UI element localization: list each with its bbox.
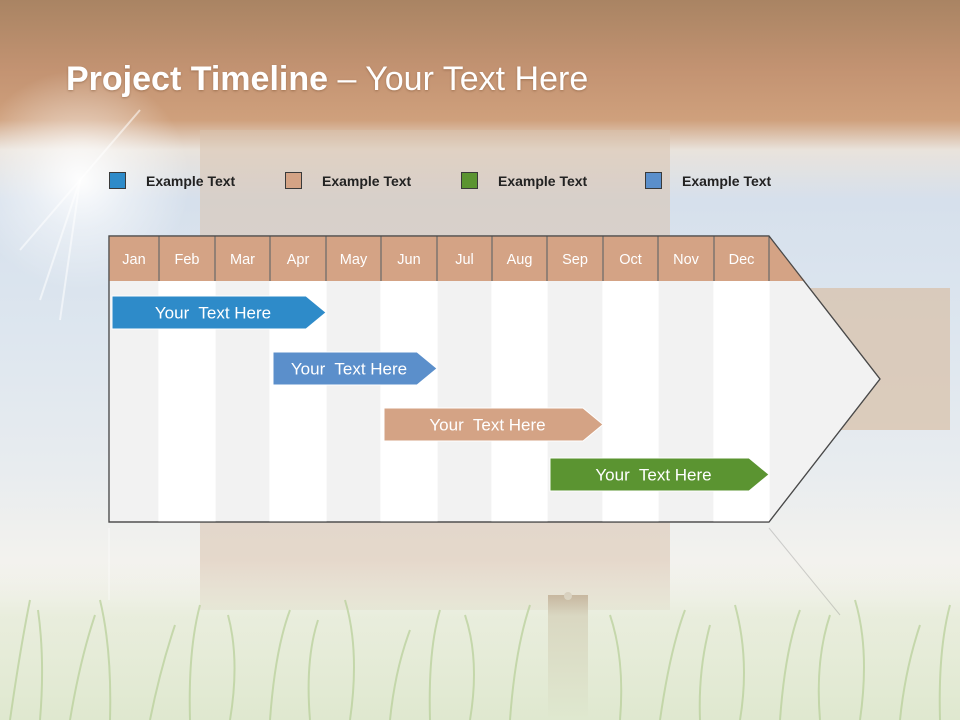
month-label: Aug [507,252,533,268]
legend-label: Example Text [322,173,412,189]
task-bar-label: Your Text Here [429,416,545,435]
month-column [381,281,437,522]
task-bar [549,457,770,492]
task-bar-label: Your Text Here [155,304,271,323]
month-label: Nov [673,252,700,268]
legend-label: Example Text [146,173,236,189]
task-bar [272,351,438,386]
timeline-border [108,235,881,523]
legend-swatch [285,172,302,189]
slide-title: Project Timeline – Your Text Here [66,60,588,99]
sun-rays [19,109,141,321]
legend-swatch [109,172,126,189]
task-bar [383,407,604,442]
month-label: Sep [562,252,588,268]
timeline-reflection-line [768,527,841,616]
sun-glow [0,70,190,290]
month-label: Jul [455,252,474,268]
month-label: May [340,252,368,268]
month-label: Feb [175,252,200,268]
grass-area [0,560,960,720]
month-label: Apr [287,252,310,268]
month-label: Oct [619,252,642,268]
legend-swatch [645,172,662,189]
legend-label: Example Text [498,173,588,189]
month-label: Dec [729,252,755,268]
legend-label: Example Text [682,173,772,189]
legend-swatch [461,172,478,189]
month-label: Jan [122,252,145,268]
title-rest: – Your Text Here [328,60,589,98]
month-label: Mar [230,252,255,268]
task-bar-label: Your Text Here [291,360,407,379]
grass-blades [9,599,951,720]
month-header-band [109,236,769,281]
task-bar-label: Your Text Here [595,466,711,485]
month-label: Jun [397,252,420,268]
task-bar [111,295,327,330]
month-column [492,281,547,522]
title-bold: Project Timeline [66,60,329,98]
